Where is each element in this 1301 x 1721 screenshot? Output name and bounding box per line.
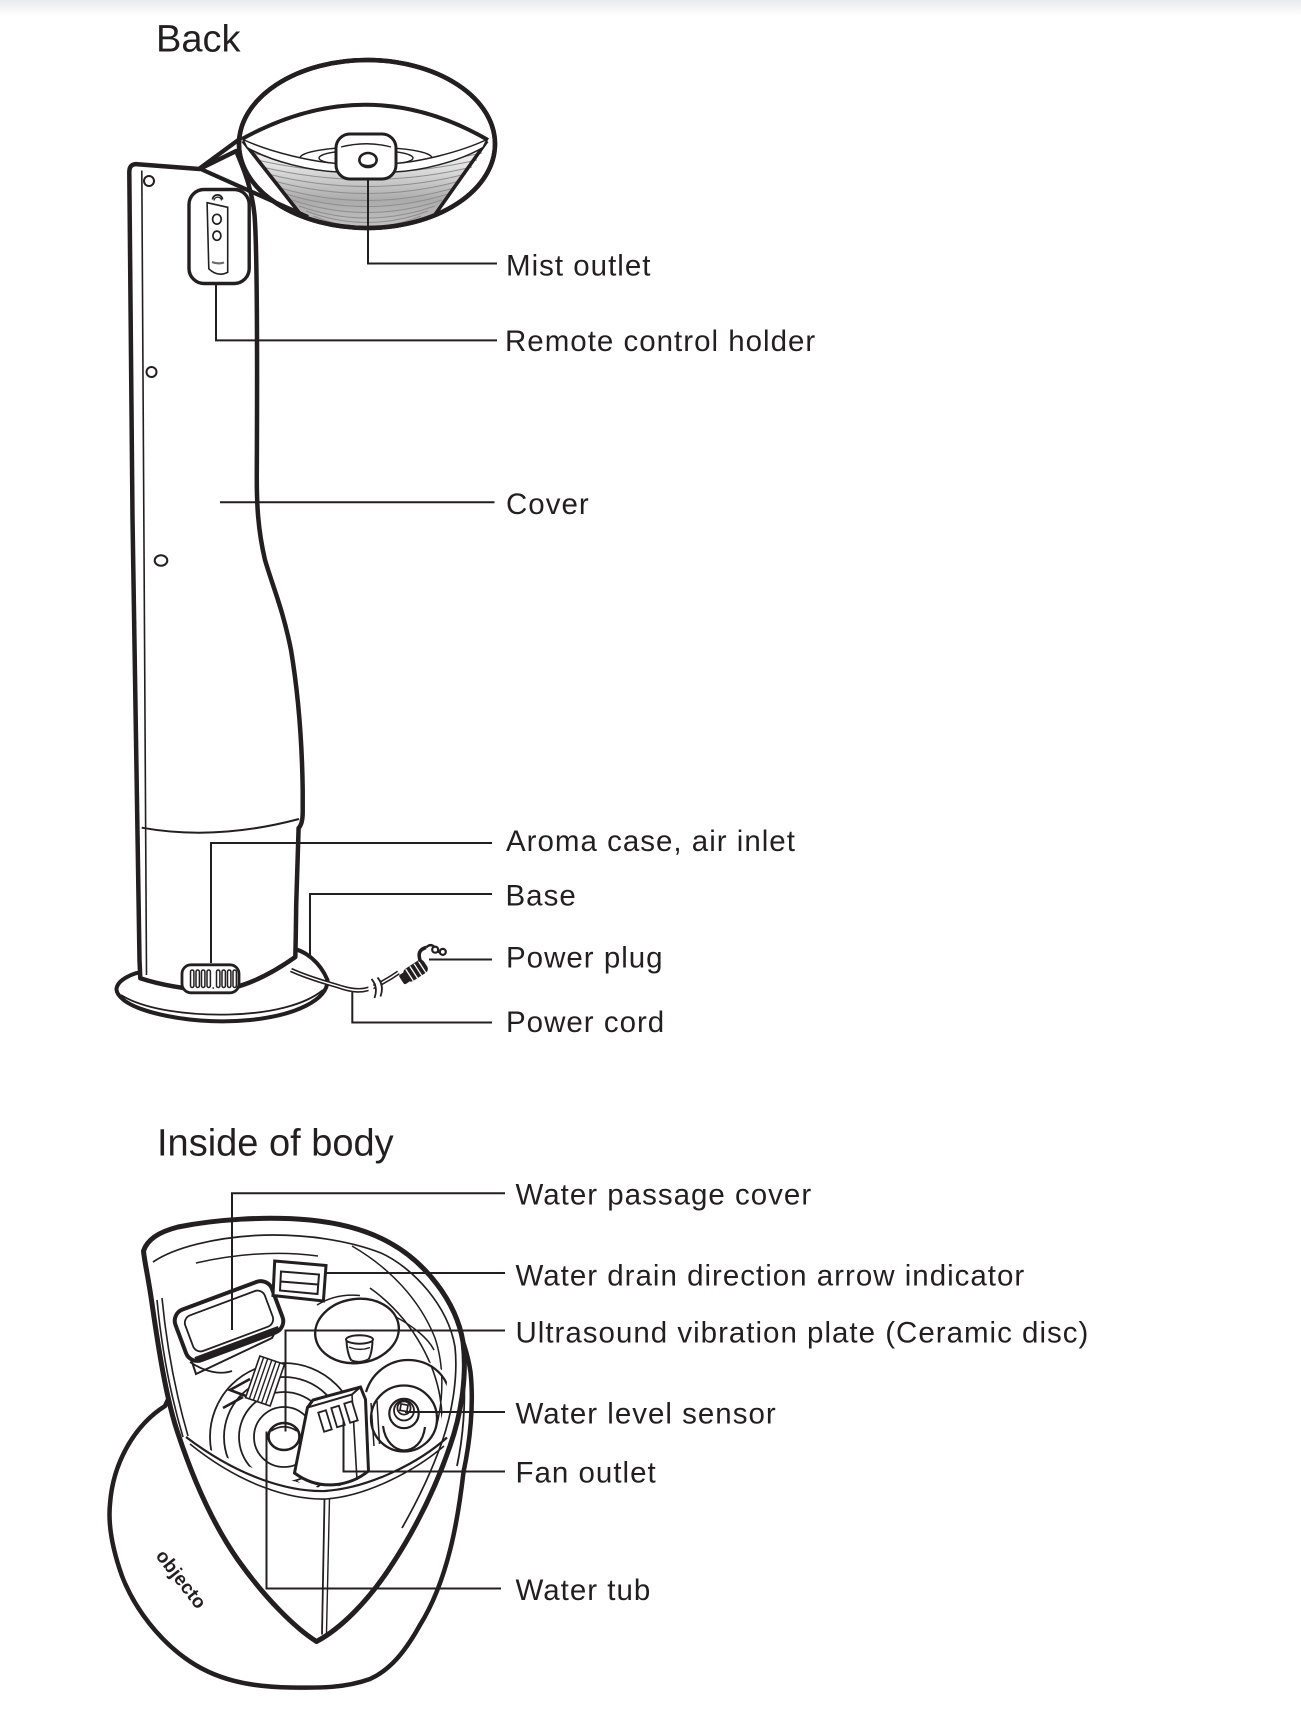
svg-text:Remote control holder: Remote control holder	[505, 325, 816, 358]
svg-text:Inside of body: Inside of body	[157, 1123, 394, 1165]
svg-text:Power cord: Power cord	[506, 1006, 665, 1039]
svg-text:Water passage cover: Water passage cover	[516, 1179, 813, 1212]
svg-text:Power plug: Power plug	[506, 941, 664, 974]
svg-text:Cover: Cover	[506, 488, 590, 521]
svg-text:Water tub: Water tub	[516, 1574, 652, 1607]
svg-text:Water drain direction arrow in: Water drain direction arrow indicator	[516, 1260, 1026, 1293]
svg-text:Ultrasound vibration plate (Ce: Ultrasound vibration plate (Ceramic disc…	[516, 1317, 1090, 1350]
svg-text:Base: Base	[506, 879, 577, 912]
svg-text:Back: Back	[156, 19, 241, 61]
svg-text:Mist outlet: Mist outlet	[506, 250, 651, 283]
svg-text:Fan outlet: Fan outlet	[516, 1457, 657, 1490]
svg-text:Water level sensor: Water level sensor	[516, 1398, 777, 1431]
svg-text:Aroma case, air inlet: Aroma case, air inlet	[506, 825, 796, 858]
